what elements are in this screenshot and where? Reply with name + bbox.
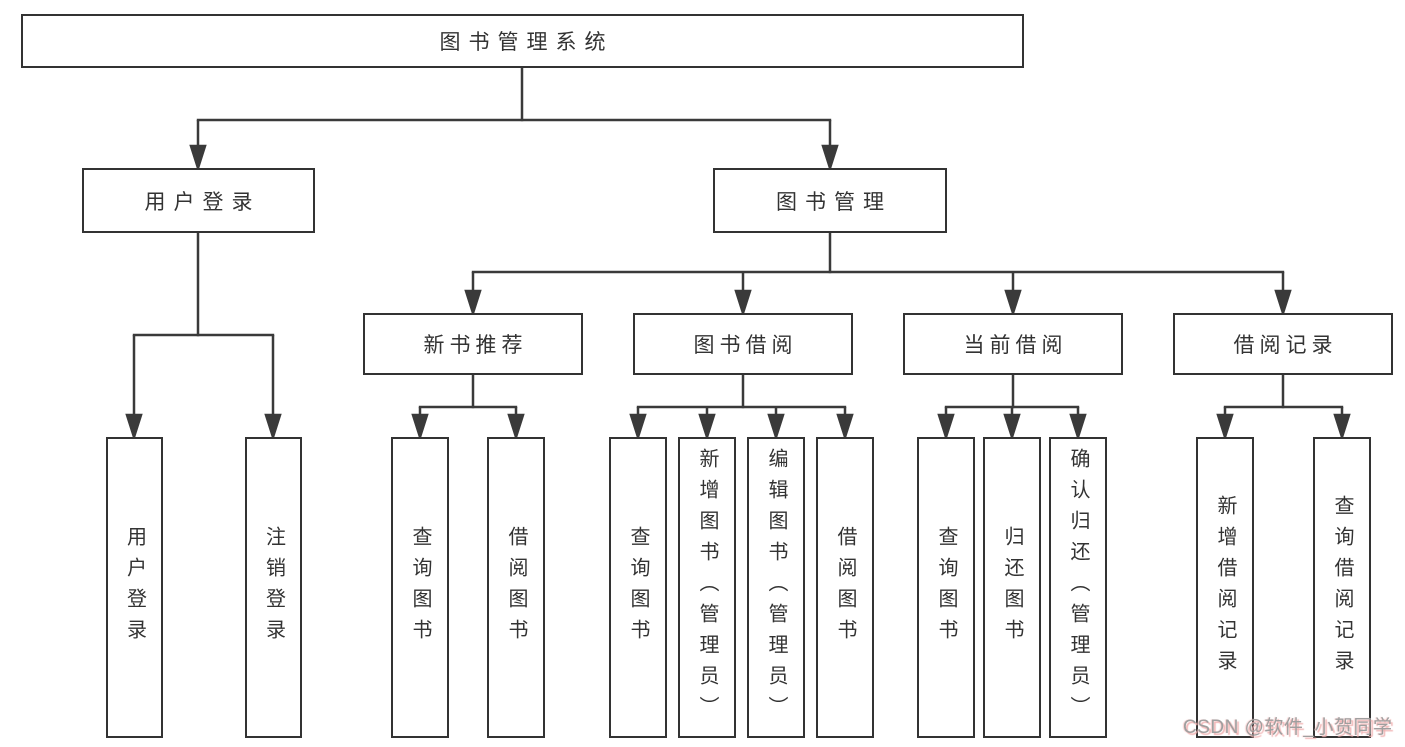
leaf-return-book: 归还图书 [983, 437, 1041, 738]
leaf-add-borrow-record: 新增借阅记录 [1196, 437, 1254, 738]
leaf-confirm-return-admin: 确认归还（管理员） [1049, 437, 1107, 738]
leaf-query-books-borrow: 查询图书 [609, 437, 667, 738]
node-library-system: 图书管理系统 [21, 14, 1024, 68]
connector-root-to-level2 [189, 66, 839, 173]
node-new-book-recommend: 新书推荐 [363, 313, 583, 375]
leaf-borrow-books-recommend: 借阅图书 [487, 437, 545, 738]
node-user-login: 用户登录 [82, 168, 315, 233]
node-book-management: 图书管理 [713, 168, 947, 233]
leaf-logout: 注销登录 [245, 437, 302, 738]
connector-current-borrow-children [937, 373, 1087, 442]
leaf-user-login: 用户登录 [106, 437, 163, 738]
node-book-borrowing: 图书借阅 [633, 313, 853, 375]
connector-new-book-children [411, 373, 525, 442]
leaf-edit-book-admin: 编辑图书（管理员） [747, 437, 805, 738]
connector-borrow-record-children [1216, 373, 1351, 442]
leaf-query-books-current: 查询图书 [917, 437, 975, 738]
connector-book-borrow-children [629, 373, 854, 442]
leaf-query-books-recommend: 查询图书 [391, 437, 449, 738]
watermark: CSDN @软件_小贺同学 [1183, 717, 1393, 738]
node-current-borrowing: 当前借阅 [903, 313, 1123, 375]
node-borrowing-records: 借阅记录 [1173, 313, 1393, 375]
leaf-query-borrow-record: 查询借阅记录 [1313, 437, 1371, 738]
leaf-borrow-books: 借阅图书 [816, 437, 874, 738]
connector-book-management-children [464, 231, 1292, 318]
connector-user-login-children [125, 231, 282, 442]
leaf-add-book-admin: 新增图书（管理员） [678, 437, 736, 738]
